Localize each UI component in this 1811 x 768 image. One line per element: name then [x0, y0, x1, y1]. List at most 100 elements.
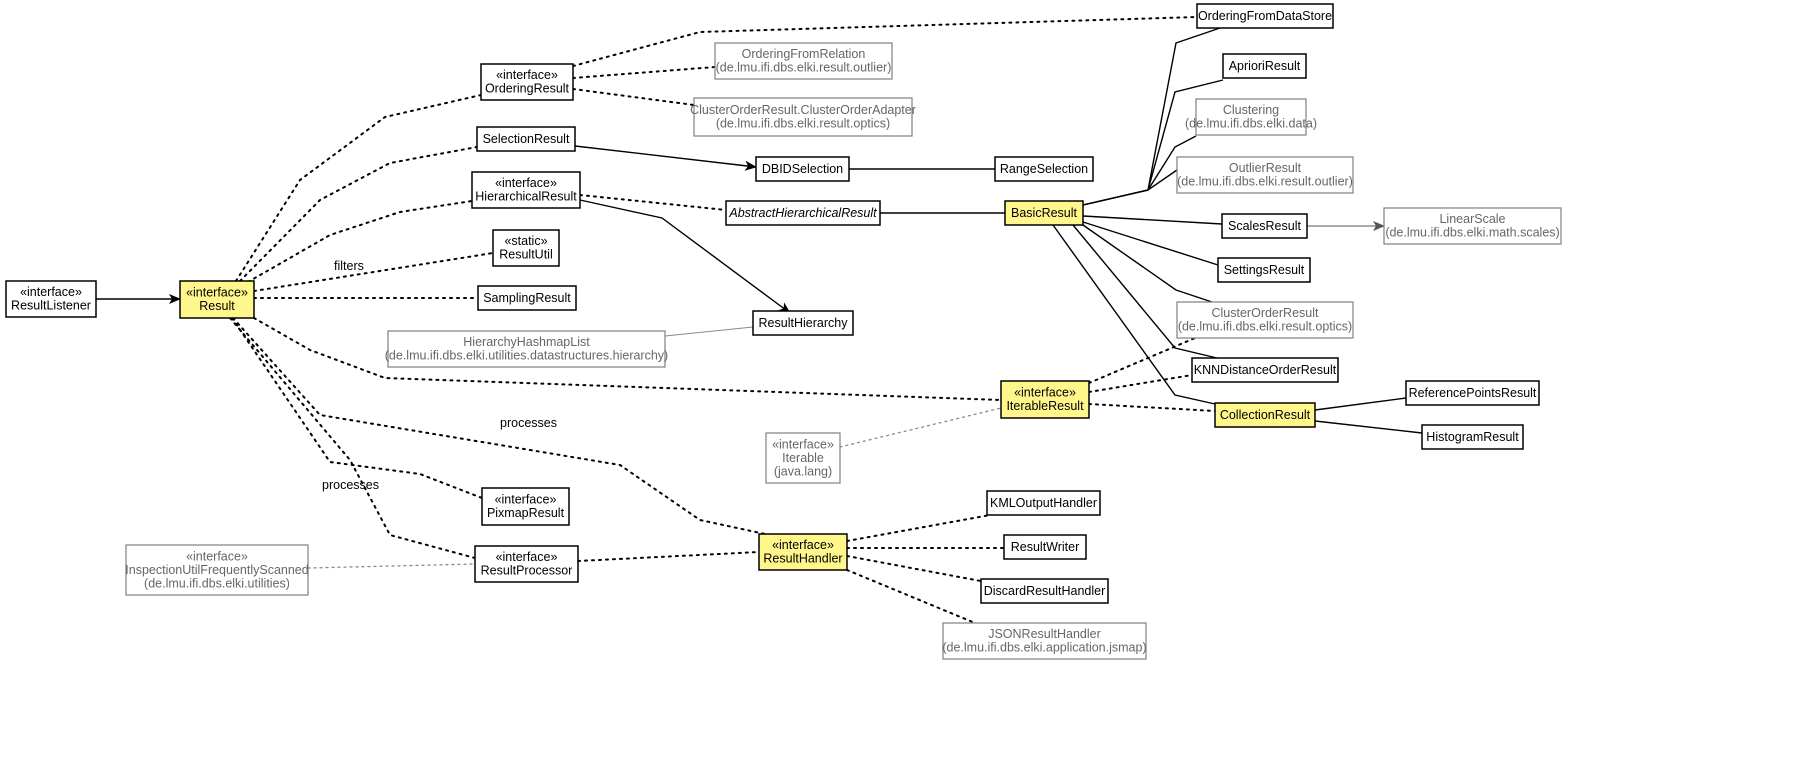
edge-iterable-to-iterableresult [839, 407, 1002, 448]
class-name-label: ResultWriter [1011, 540, 1080, 554]
class-box-discardresulthandler [980, 578, 1109, 604]
class-node-hierarchyhashmaplist[interactable]: HierarchyHashmapList(de.lmu.ifi.dbs.elki… [385, 330, 668, 368]
class-name-label: HierarchicalResult [475, 190, 577, 204]
class-node-resulthierarchy[interactable]: ResultHierarchy [752, 310, 854, 336]
class-box-resultwriter [1003, 534, 1087, 560]
class-node-discardresulthandler[interactable]: DiscardResultHandler [980, 578, 1109, 604]
edge-layer [96, 16, 1423, 624]
class-name-label: ResultProcessor [481, 564, 573, 578]
class-node-aprioriresult[interactable]: AprioriResult [1222, 53, 1307, 79]
package-label: (de.lmu.ifi.dbs.elki.utilities.datastruc… [385, 349, 668, 363]
class-name-label: JSONResultHandler [988, 627, 1101, 641]
class-name-label: HistogramResult [1426, 430, 1519, 444]
edge-hierarchicalresult-to-abstracthierarchicalresult [579, 194, 727, 211]
class-name-label: SelectionResult [483, 132, 570, 146]
class-node-referencepointsresult[interactable]: ReferencePointsResult [1405, 380, 1540, 406]
edge-hierarchyhashmaplist-to-resulthierarchy [664, 326, 754, 337]
class-node-selectionresult[interactable]: SelectionResult [476, 126, 576, 152]
class-node-abstracthierarchicalresult[interactable]: AbstractHierarchicalResult [725, 200, 881, 226]
class-box-resultutil [492, 229, 560, 267]
class-node-rangeselection[interactable]: RangeSelection [994, 156, 1094, 182]
class-node-settingsresult[interactable]: SettingsResult [1217, 257, 1311, 283]
class-box-iterable [765, 432, 841, 484]
class-box-dbidselection [755, 156, 850, 182]
edge-orderingresult-to-clusterorderadapter [572, 88, 695, 106]
class-node-histogramresult[interactable]: HistogramResult [1421, 424, 1524, 450]
class-box-collectionresult [1214, 402, 1316, 428]
class-name-label: OrderingFromRelation [742, 47, 866, 61]
class-node-orderingresult[interactable]: «interface»OrderingResult [480, 63, 574, 101]
edge-result-to-hierarchicalresult [247, 200, 473, 283]
edge-orderingresult-to-orderingfromrelation [572, 66, 716, 79]
package-label: (de.lmu.ifi.dbs.elki.math.scales) [1385, 226, 1559, 240]
class-name-label: Result [199, 299, 235, 313]
class-box-histogramresult [1421, 424, 1524, 450]
class-box-resulthandler [758, 533, 848, 571]
package-label: (java.lang) [774, 464, 832, 478]
edge-hierarchicalresult-to-resulthierarchy [579, 199, 791, 314]
class-node-resultlistener[interactable]: «interface»ResultListener [5, 280, 97, 318]
class-node-samplingresult[interactable]: SamplingResult [477, 285, 577, 311]
class-name-label: OrderingResult [485, 82, 570, 96]
stereotype-label: «interface» [495, 176, 557, 190]
class-node-resulthandler[interactable]: «interface»ResultHandler [758, 533, 848, 571]
class-node-orderingfromdatastore[interactable]: OrderingFromDataStore [1196, 3, 1334, 29]
stereotype-label: «interface» [772, 437, 834, 451]
edge-basicresult-to-outlierresult [1082, 169, 1178, 206]
class-name-label: SamplingResult [483, 291, 571, 305]
class-node-outlierresult[interactable]: OutlierResult(de.lmu.ifi.dbs.elki.result… [1176, 156, 1354, 194]
class-box-rangeselection [994, 156, 1094, 182]
edge-inspectionutil-to-resultprocessor [307, 563, 476, 569]
class-node-clusterorderresult[interactable]: ClusterOrderResult(de.lmu.ifi.dbs.elki.r… [1176, 301, 1354, 339]
edge-basicresult-to-clusterorderresult [1082, 224, 1213, 303]
node-layer: «interface»ResultListener«interface»Resu… [5, 3, 1562, 660]
class-name-label: BasicResult [1011, 206, 1078, 220]
class-name-label: DBIDSelection [762, 162, 843, 176]
class-node-resultwriter[interactable]: ResultWriter [1003, 534, 1087, 560]
class-node-pixmapresult[interactable]: «interface»PixmapResult [481, 487, 570, 526]
class-name-label: RangeSelection [1000, 162, 1088, 176]
class-name-label: ResultUtil [499, 248, 553, 262]
stereotype-label: «interface» [20, 285, 82, 299]
class-box-hierarchyhashmaplist [387, 330, 666, 368]
class-node-iterableresult[interactable]: «interface»IterableResult [1000, 380, 1090, 419]
stereotype-label: «interface» [186, 286, 248, 300]
stereotype-label: «interface» [496, 550, 558, 564]
class-node-clusterorderadapter[interactable]: ClusterOrderResult.ClusterOrderAdapter(d… [690, 97, 916, 137]
class-node-jsonresulthandler[interactable]: JSONResultHandler(de.lmu.ifi.dbs.elki.ap… [942, 622, 1147, 660]
class-box-settingsresult [1217, 257, 1311, 283]
class-node-collectionresult[interactable]: CollectionResult [1214, 402, 1316, 428]
class-box-jsonresulthandler [942, 622, 1147, 660]
class-name-label: LinearScale [1439, 212, 1505, 226]
edge-selectionresult-to-dbidselection [574, 145, 757, 171]
class-node-kmloutputhandler[interactable]: KMLOutputHandler [986, 490, 1101, 516]
class-name-label: CollectionResult [1220, 408, 1311, 422]
class-node-knndistanceorderresult[interactable]: KNNDistanceOrderResult [1191, 357, 1339, 383]
class-node-dbidselection[interactable]: DBIDSelection [755, 156, 850, 182]
class-name-label: ClusterOrderResult.ClusterOrderAdapter [690, 103, 916, 117]
class-node-hierarchicalresult[interactable]: «interface»HierarchicalResult [471, 171, 581, 209]
class-node-resultutil[interactable]: «static»ResultUtil [492, 229, 560, 267]
class-node-clustering[interactable]: Clustering(de.lmu.ifi.dbs.elki.data) [1185, 98, 1317, 136]
class-node-basicresult[interactable]: BasicResult [1004, 200, 1084, 226]
class-node-scalesresult[interactable]: ScalesResult [1221, 213, 1308, 239]
class-name-label: ClusterOrderResult [1212, 306, 1320, 320]
class-node-linearscale[interactable]: LinearScale(de.lmu.ifi.dbs.elki.math.sca… [1383, 207, 1562, 245]
stereotype-label: «interface» [186, 549, 248, 563]
edge-resulthandler-to-kmloutputhandler [846, 514, 991, 542]
stereotype-label: «interface» [1014, 386, 1076, 400]
class-name-label: IterableResult [1006, 399, 1084, 413]
class-name-label: ResultListener [11, 299, 91, 313]
package-label: (de.lmu.ifi.dbs.elki.result.outlier) [1177, 175, 1353, 189]
class-node-inspectionutil[interactable]: «interface»InspectionUtilFrequentlyScann… [125, 544, 309, 596]
package-label: (de.lmu.ifi.dbs.elki.utilities) [144, 576, 290, 590]
edge-result-to-resultutil [253, 252, 494, 292]
edge-result-to-orderingresult [235, 94, 482, 282]
class-node-result[interactable]: «interface»Result [179, 280, 255, 319]
class-node-iterable[interactable]: «interface»Iterable(java.lang) [765, 432, 841, 484]
edge-iterableresult-to-knndistanceorderresult [1088, 374, 1193, 393]
class-node-resultprocessor[interactable]: «interface»ResultProcessor [474, 545, 579, 583]
class-node-orderingfromrelation[interactable]: OrderingFromRelation(de.lmu.ifi.dbs.elki… [714, 42, 893, 80]
class-box-outlierresult [1176, 156, 1354, 194]
class-box-knndistanceorderresult [1191, 357, 1339, 383]
